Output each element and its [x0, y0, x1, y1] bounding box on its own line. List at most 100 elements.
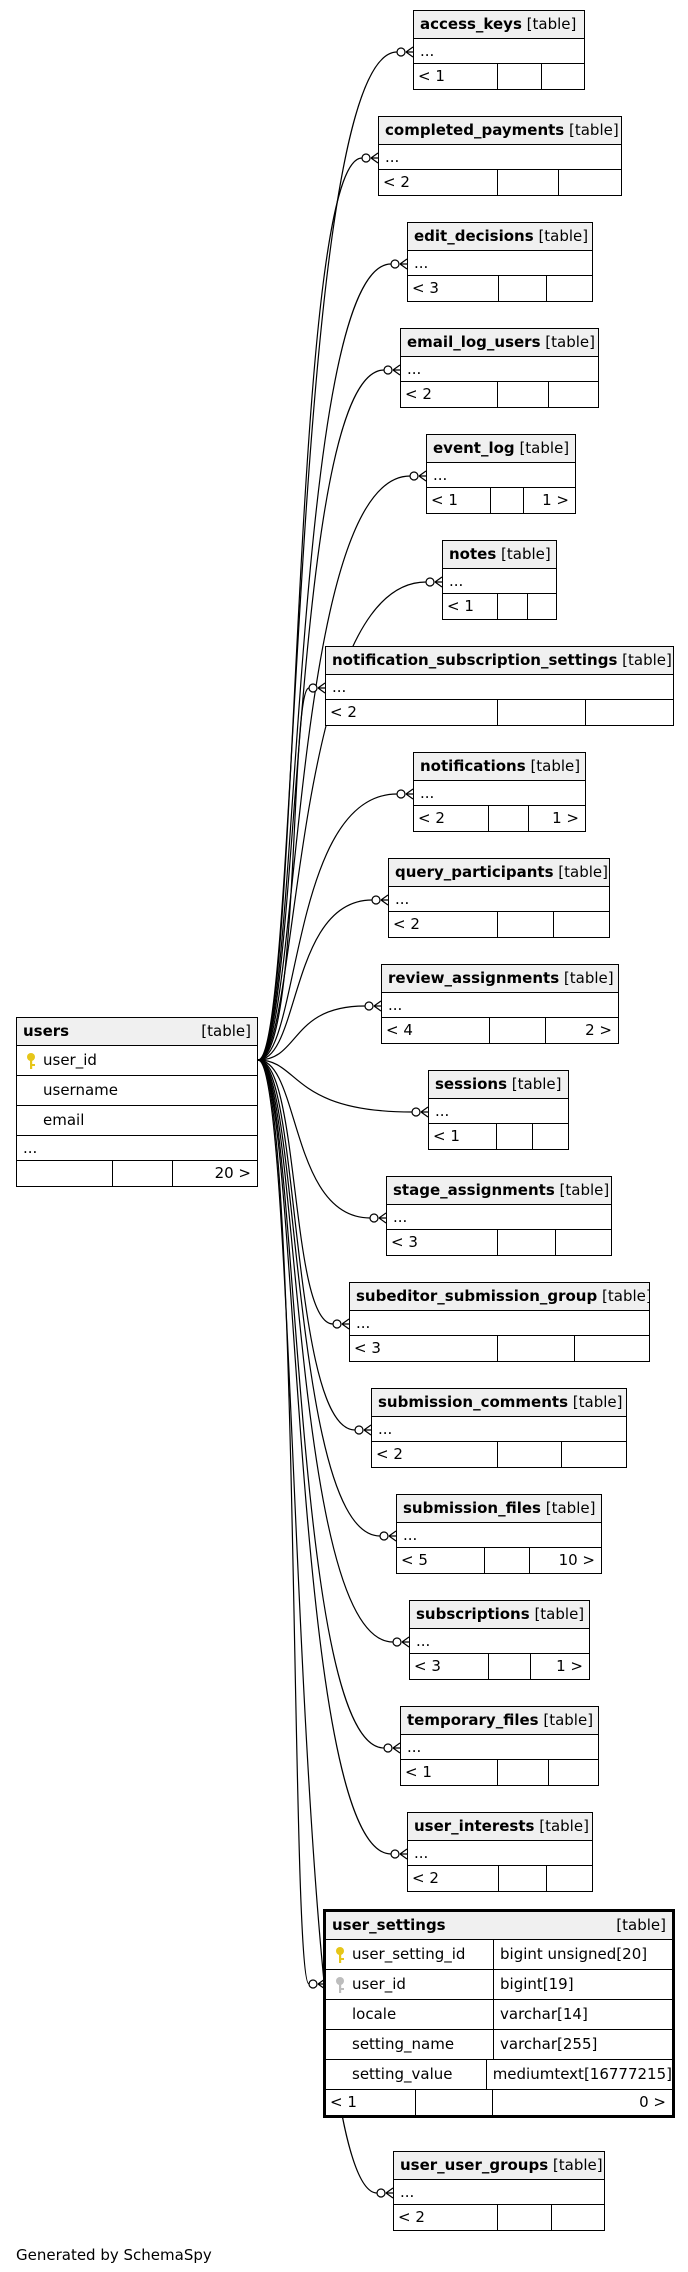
zero-cardinality-marker: [308, 683, 318, 693]
table-footer-right: [542, 64, 584, 89]
table-more-columns: ...: [394, 2180, 604, 2205]
table-more-columns: ...: [397, 1523, 601, 1548]
many-cardinality-marker: [399, 1848, 408, 1860]
table-footer-right: [554, 912, 609, 937]
users-column-row: username: [17, 1076, 257, 1106]
table-name: stage_assignments: [393, 1181, 555, 1199]
related-table[interactable]: temporary_files [table] ... < 1: [400, 1706, 599, 1786]
related-table[interactable]: user_interests [table] ... < 2: [407, 1812, 593, 1892]
table-type: [table]: [538, 227, 589, 245]
related-table[interactable]: notification_subscription_settings [tabl…: [325, 646, 674, 726]
relationship-line: [257, 263, 392, 1061]
table-footer: < 1: [443, 594, 556, 619]
table-footer-left: < 1: [443, 594, 498, 619]
relationship-line: [257, 1059, 371, 1219]
table-footer-right: [556, 1230, 611, 1255]
user-settings-table-name: user_settings: [332, 1916, 446, 1934]
table-footer: < 1: [401, 1760, 598, 1785]
many-cardinality-marker: [373, 1000, 382, 1012]
user-settings-column-row: locale varchar[14]: [326, 2000, 672, 2030]
related-table[interactable]: sessions [table] ... < 1: [428, 1070, 569, 1150]
related-table[interactable]: access_keys [table] ... < 1: [413, 10, 585, 90]
table-type: [table]: [534, 1605, 585, 1623]
zero-cardinality-marker: [396, 47, 406, 57]
users-footer-right: 20 >: [214, 1164, 251, 1182]
zero-cardinality-marker: [369, 1213, 379, 1223]
user-settings-column-type: mediumtext[16777215]: [485, 2060, 672, 2089]
users-table[interactable]: users [table] user_id username email ...…: [16, 1017, 258, 1187]
table-type: [table]: [543, 1711, 594, 1729]
relationship-line: [257, 1059, 394, 1643]
users-column-name: username: [43, 1081, 118, 1099]
table-footer: < 3: [387, 1230, 611, 1255]
table-more-columns: ...: [427, 463, 575, 488]
zero-cardinality-marker: [371, 895, 381, 905]
table-footer-left: < 3: [410, 1654, 489, 1679]
zero-cardinality-marker: [392, 1637, 402, 1647]
table-footer-left: < 1: [427, 488, 491, 513]
table-more-columns: ...: [389, 887, 609, 912]
table-name: notifications: [420, 757, 526, 775]
table-more-columns: ...: [382, 993, 618, 1018]
table-more-columns: ...: [408, 251, 592, 276]
relationship-line: [257, 687, 310, 1061]
relationship-line: [257, 1005, 366, 1061]
table-footer-right: 1 >: [556, 1657, 583, 1675]
zero-cardinality-marker: [396, 789, 406, 799]
table-more-columns: ...: [387, 1205, 611, 1230]
table-footer: < 2: [394, 2205, 604, 2230]
related-table[interactable]: query_participants [table] ... < 2: [388, 858, 610, 938]
users-footer: 20 >: [17, 1161, 257, 1186]
generated-by-label: Generated by SchemaSpy: [16, 2246, 212, 2264]
related-table[interactable]: subeditor_submission_group [table] ... <…: [349, 1282, 650, 1362]
related-table[interactable]: completed_payments [table] ... < 2: [378, 116, 622, 196]
user-settings-column-name: setting_value: [352, 2065, 453, 2083]
user-settings-column-type: bigint[19]: [493, 1970, 672, 1999]
table-footer-left: < 3: [408, 276, 499, 301]
user-settings-table[interactable]: user_settings [table] user_setting_id bi…: [323, 1909, 675, 2118]
table-footer-left: < 2: [414, 806, 489, 831]
zero-cardinality-marker: [411, 1107, 421, 1117]
user-settings-column-name: user_setting_id: [352, 1945, 466, 1963]
primary-key-icon: [27, 1053, 35, 1069]
relationship-line: [257, 1059, 310, 1985]
user-settings-column-name: setting_name: [352, 2035, 455, 2053]
table-type: [table]: [526, 15, 577, 33]
related-table[interactable]: email_log_users [table] ... < 2: [400, 328, 599, 408]
table-footer: < 1: [414, 64, 584, 89]
related-table[interactable]: submission_comments [table] ... < 2: [371, 1388, 627, 1468]
table-more-columns: ...: [408, 1841, 592, 1866]
table-type: [table]: [569, 121, 619, 139]
users-table-type: [table]: [201, 1022, 251, 1040]
table-name: edit_decisions: [414, 227, 534, 245]
table-type: [table]: [559, 1181, 610, 1199]
related-table[interactable]: stage_assignments [table] ... < 3: [386, 1176, 612, 1256]
related-table[interactable]: user_user_groups [table] ... < 2: [393, 2151, 605, 2231]
zero-cardinality-marker: [364, 1001, 374, 1011]
relationship-line: [257, 1059, 385, 1749]
related-table[interactable]: notes [table] ... < 1: [442, 540, 557, 620]
table-footer: < 3: [350, 1336, 649, 1361]
table-more-columns: ...: [401, 1735, 598, 1760]
related-table[interactable]: edit_decisions [table] ... < 3: [407, 222, 593, 302]
many-cardinality-marker: [341, 1318, 350, 1330]
table-footer-right: [549, 382, 598, 407]
zero-cardinality-marker: [354, 1425, 364, 1435]
zero-cardinality-marker: [409, 471, 419, 481]
users-column-name: user_id: [43, 1051, 97, 1069]
relationship-line: [257, 1059, 413, 1113]
relationship-line: [257, 51, 398, 1061]
table-type: [table]: [519, 439, 570, 457]
table-footer: < 2: [401, 382, 598, 407]
table-type: [table]: [501, 545, 551, 563]
relationship-line: [257, 475, 411, 1061]
users-column-name: email: [43, 1111, 85, 1129]
many-cardinality-marker: [388, 1530, 397, 1542]
user-settings-column-row: user_id bigint[19]: [326, 1970, 672, 2000]
table-footer: < 3 1 >: [410, 1654, 589, 1679]
